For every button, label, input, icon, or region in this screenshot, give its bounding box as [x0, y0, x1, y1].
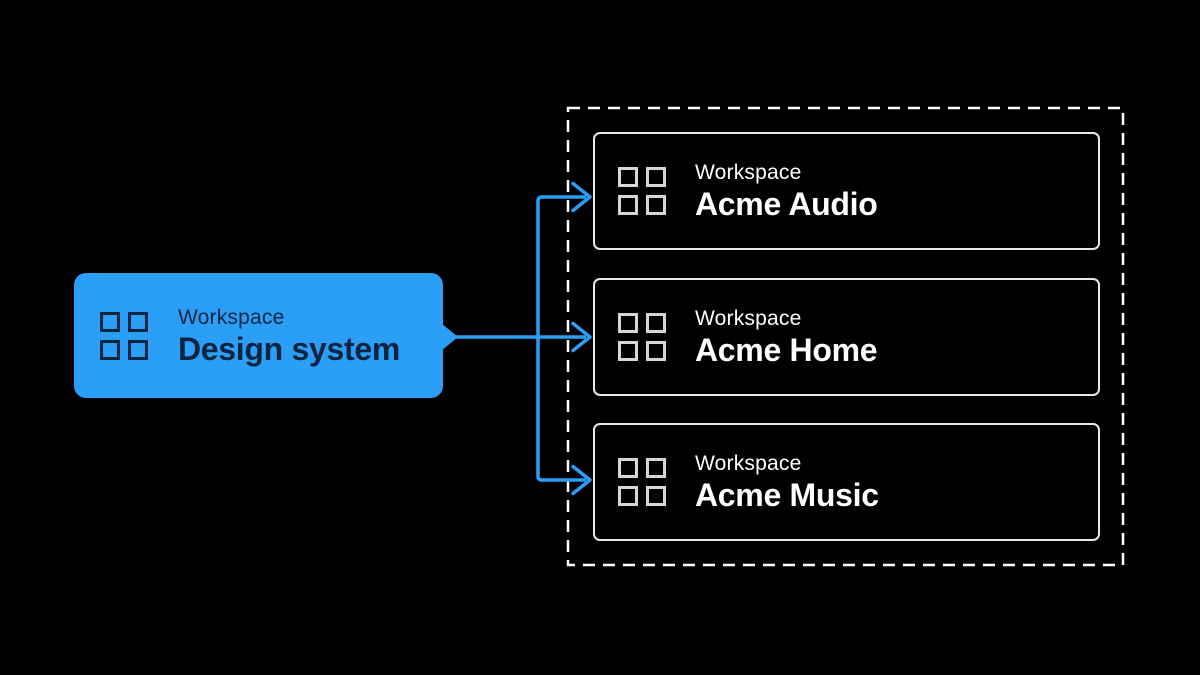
workspace-title: Acme Music — [695, 477, 879, 513]
workspace-title: Acme Audio — [695, 186, 878, 222]
grid-2x2-icon — [100, 311, 148, 360]
target-workspace-box-acme-music: Workspace Acme Music — [593, 423, 1100, 541]
arrowhead-bottom-icon — [571, 464, 592, 496]
target-box-text: Workspace Acme Audio — [695, 159, 878, 223]
grid-2x2-icon — [618, 458, 666, 506]
connector-branches — [536, 195, 586, 482]
dashed-group-outline — [566, 106, 1125, 567]
workspace-title: Acme Home — [695, 332, 878, 368]
target-box-text: Workspace Acme Home — [695, 305, 878, 369]
grid-2x2-icon — [618, 167, 666, 215]
grid-2x2-icon — [618, 313, 666, 361]
source-workspace-box: Workspace Design system — [74, 273, 443, 398]
workspace-label: Workspace — [178, 305, 285, 329]
target-box-text: Workspace Acme Music — [695, 450, 879, 514]
workspace-label: Workspace — [695, 161, 802, 184]
target-workspace-box-acme-home: Workspace Acme Home — [593, 278, 1100, 396]
workspace-label: Workspace — [695, 307, 802, 330]
source-box-pointer — [441, 323, 458, 351]
arrowhead-top-icon — [571, 181, 592, 213]
arrowhead-middle-icon — [571, 321, 592, 353]
source-box-text: Workspace Design system — [178, 304, 400, 368]
workspace-title: Design system — [178, 330, 400, 367]
target-workspace-box-acme-audio: Workspace Acme Audio — [593, 132, 1100, 250]
workspace-label: Workspace — [695, 452, 802, 475]
